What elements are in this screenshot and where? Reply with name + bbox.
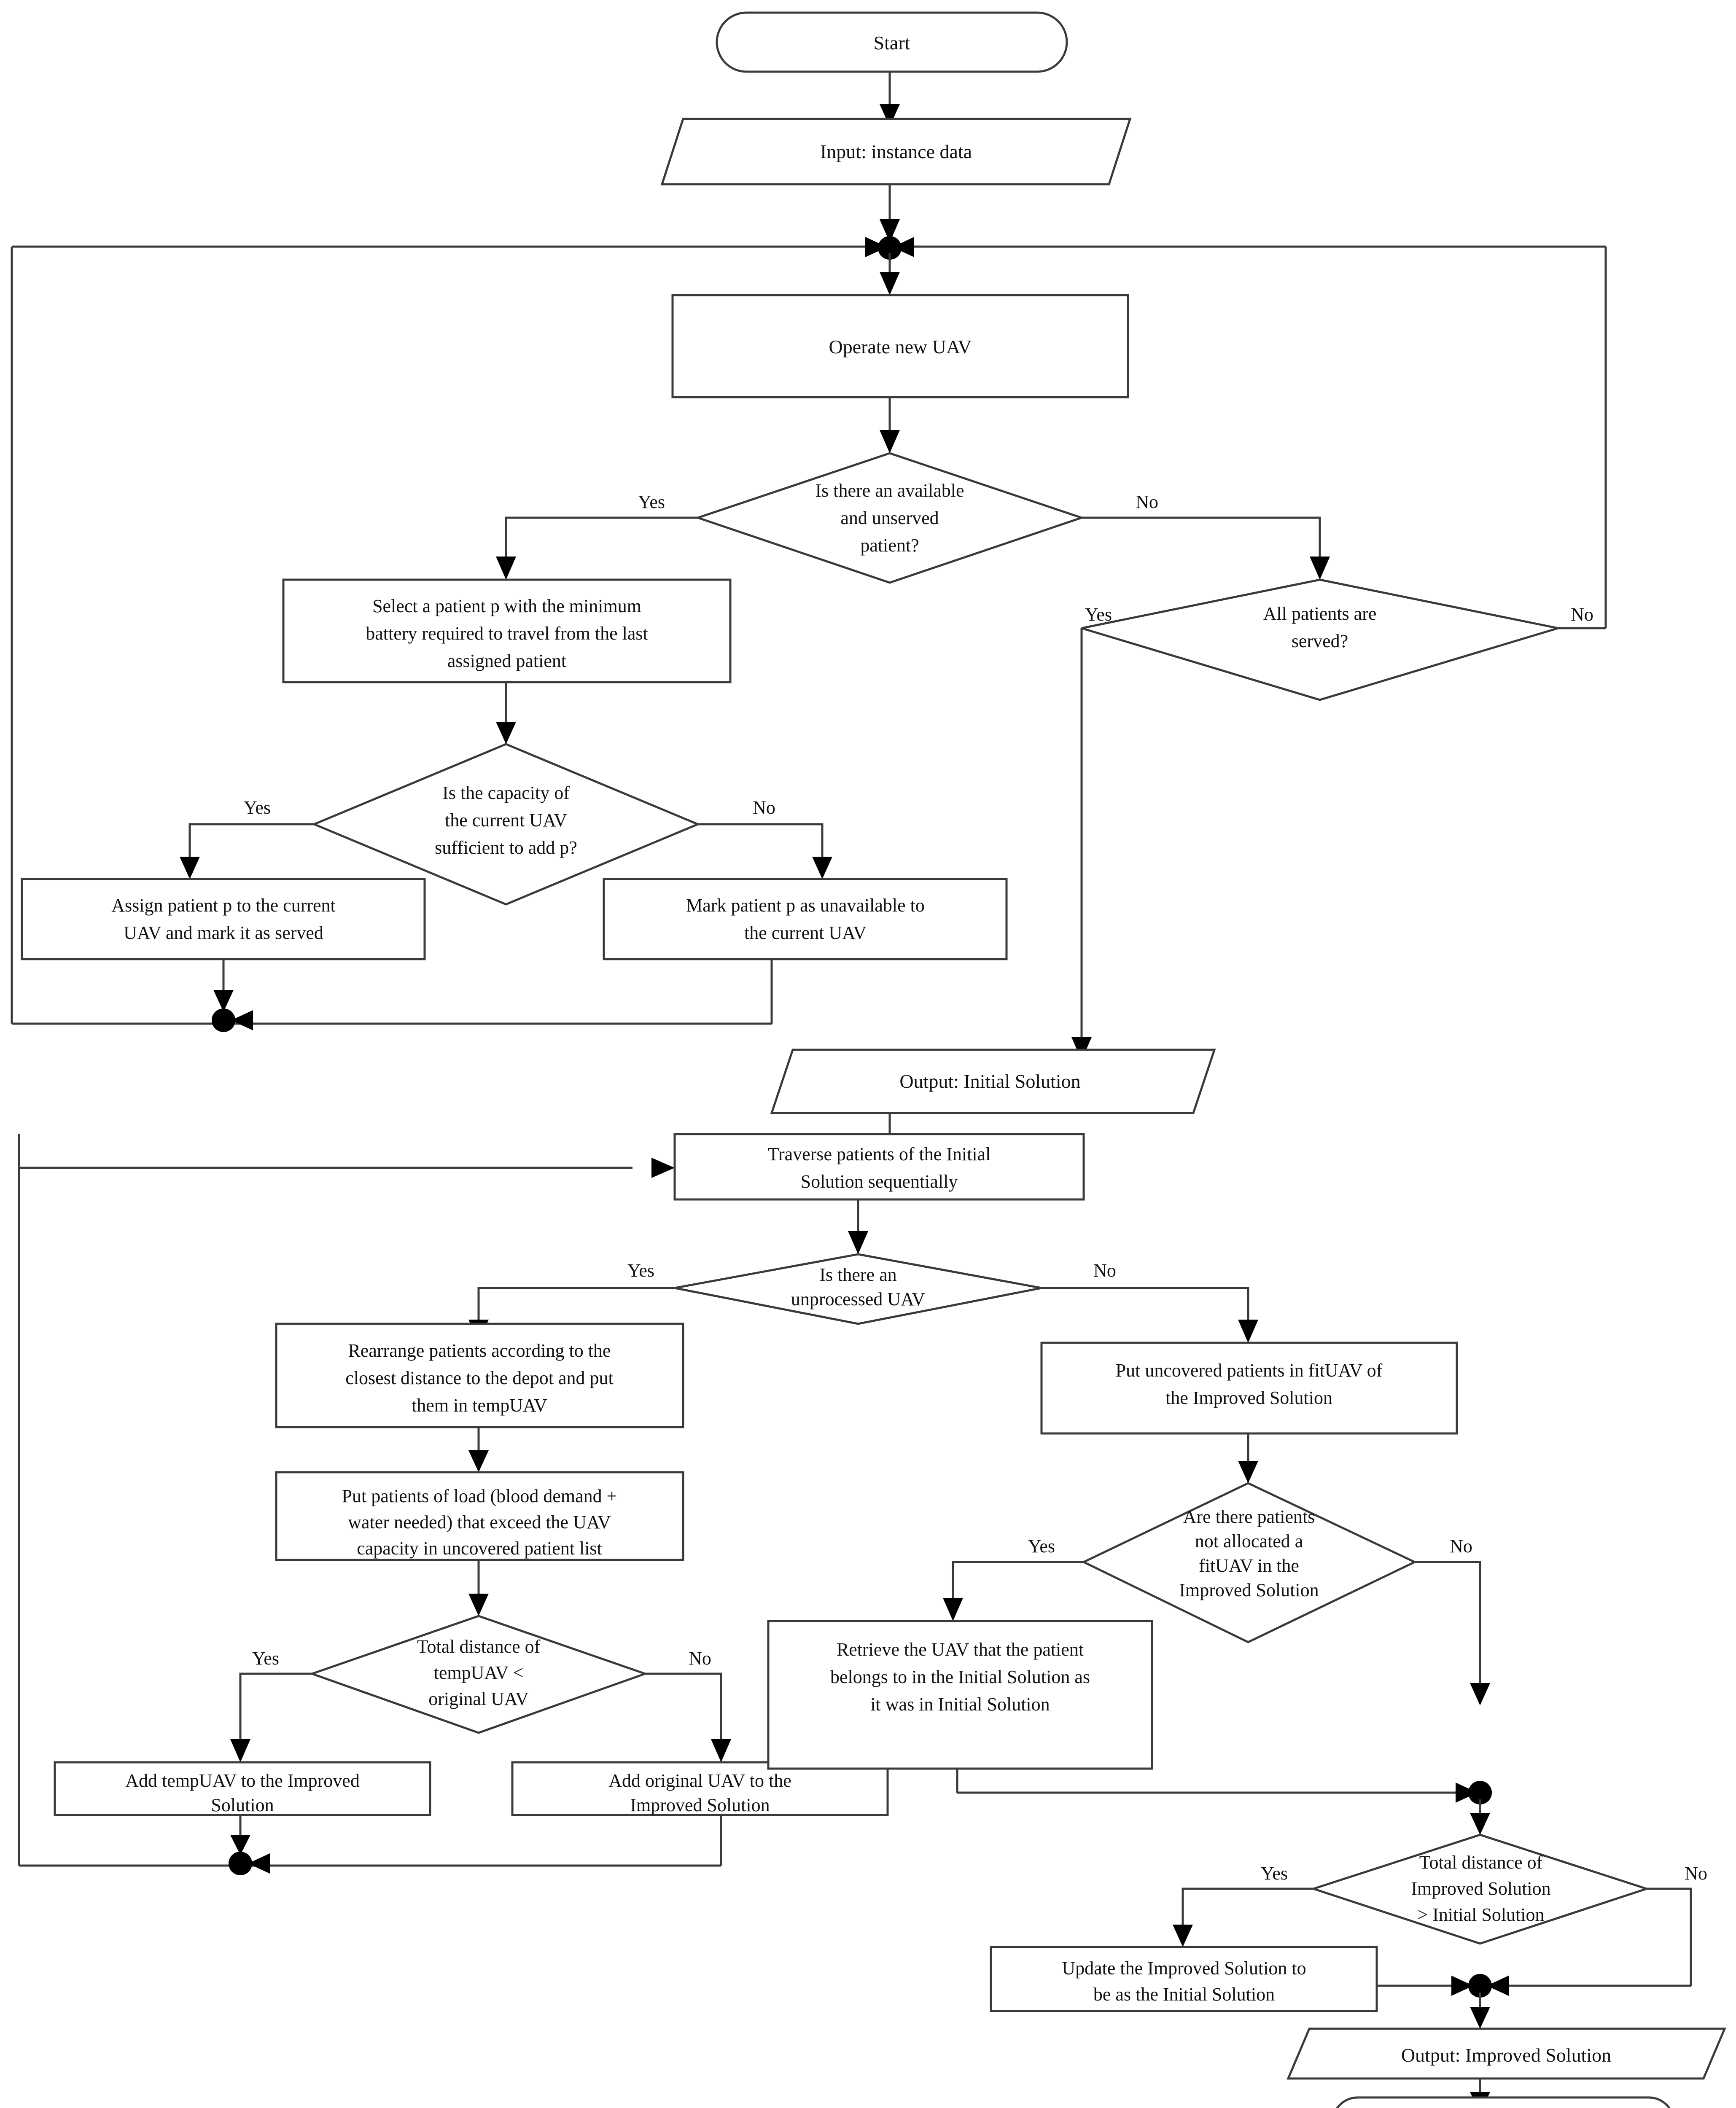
node-tempdec-line2: tempUAV < bbox=[434, 1662, 524, 1683]
node-mark-line1: Mark patient p as unavailable to bbox=[686, 895, 925, 916]
edge-label-unproc-no: No bbox=[1093, 1260, 1116, 1281]
node-decision-temp-vs-original[interactable]: Total distance of tempUAV < original UAV bbox=[309, 1615, 649, 1734]
node-tempdec-line1: Total distance of bbox=[417, 1636, 541, 1657]
node-input-instance-data[interactable]: Input: instance data bbox=[660, 118, 1132, 186]
node-rearrange-patients[interactable]: Rearrange patients according to the clos… bbox=[275, 1323, 684, 1428]
node-avail-line3: patient? bbox=[860, 535, 919, 556]
node-decision-capacity-sufficient[interactable]: Is the capacity of the current UAV suffi… bbox=[311, 743, 701, 906]
node-impdec-line1: Total distance of bbox=[1419, 1852, 1543, 1873]
node-retrieve-line1: Retrieve the UAV that the patient bbox=[837, 1639, 1084, 1660]
edge-label-notalloc-yes: Yes bbox=[1028, 1536, 1055, 1557]
edge-label-capacity-no: No bbox=[753, 797, 775, 818]
node-notalloc-line1: Are there patients bbox=[1183, 1506, 1315, 1527]
node-start-label: Start bbox=[874, 32, 910, 54]
node-output-improved-label: Output: Improved Solution bbox=[1401, 2044, 1611, 2066]
node-impdec-line3: > Initial Solution bbox=[1417, 1904, 1544, 1925]
node-putload-line2: water needed) that exceed the UAV bbox=[348, 1512, 611, 1533]
node-assign-line2: UAV and mark it as served bbox=[124, 922, 323, 943]
node-assign-line1: Assign patient p to the current bbox=[111, 895, 336, 916]
node-addorig-line1: Add original UAV to the bbox=[608, 1770, 791, 1791]
node-tempdec-line3: original UAV bbox=[428, 1689, 529, 1709]
node-addtemp-line2: Solution bbox=[211, 1795, 274, 1815]
node-avail-line1: Is there an available bbox=[815, 480, 964, 501]
edge-label-notalloc-no: No bbox=[1450, 1536, 1472, 1557]
node-capacity-line3: sufficient to add p? bbox=[435, 837, 577, 858]
edge-label-avail-yes: Yes bbox=[638, 492, 665, 512]
node-traverse-patients[interactable]: Traverse patients of the Initial Solutio… bbox=[673, 1133, 1085, 1201]
node-select-line1: Select a patient p with the minimum bbox=[372, 596, 641, 616]
node-putload-line3: capacity in uncovered patient list bbox=[357, 1538, 602, 1559]
node-start[interactable]: Start bbox=[716, 11, 1068, 73]
edge-label-allserved-yes: Yes bbox=[1085, 604, 1112, 625]
edge-label-impdec-yes: Yes bbox=[1261, 1863, 1288, 1884]
node-operate-label: Operate new UAV bbox=[829, 336, 972, 358]
node-notalloc-line2: not allocated a bbox=[1195, 1531, 1303, 1551]
node-decision-improved-vs-initial[interactable]: Total distance of Improved Solution > In… bbox=[1310, 1834, 1650, 1945]
node-rearrange-line2: closest distance to the depot and put bbox=[345, 1368, 613, 1388]
node-decision-unprocessed-uav[interactable]: Is there an unprocessed UAV bbox=[674, 1253, 1042, 1325]
node-unproc-line1: Is there an bbox=[819, 1264, 896, 1285]
node-retrieve-line3: it was in Initial Solution bbox=[870, 1694, 1050, 1715]
edge-label-unproc-yes: Yes bbox=[627, 1260, 654, 1281]
node-putuncov-line1: Put uncovered patients in fitUAV of bbox=[1116, 1360, 1383, 1381]
node-mark-unavailable[interactable]: Mark patient p as unavailable to the cur… bbox=[603, 878, 1008, 960]
node-add-tempuav[interactable]: Add tempUAV to the Improved Solution bbox=[54, 1761, 431, 1816]
node-input-label: Input: instance data bbox=[820, 141, 972, 162]
connectors bbox=[11, 70, 1692, 2108]
node-decision-available-unserved[interactable]: Is there an available and unserved patie… bbox=[694, 452, 1085, 584]
node-unproc-line2: unprocessed UAV bbox=[791, 1289, 925, 1309]
node-select-line3: assigned patient bbox=[447, 651, 566, 671]
edge-label-tempdec-no: No bbox=[689, 1648, 711, 1669]
node-output-improved-solution[interactable]: Output: Improved Solution bbox=[1287, 2027, 1726, 2080]
node-decision-all-served[interactable]: All patients are served? bbox=[1081, 578, 1558, 701]
node-avail-line2: and unserved bbox=[840, 508, 939, 528]
node-update-line1: Update the Improved Solution to bbox=[1062, 1958, 1306, 1979]
node-capacity-line1: Is the capacity of bbox=[442, 782, 570, 803]
node-traverse-line1: Traverse patients of the Initial bbox=[768, 1144, 991, 1164]
node-traverse-line2: Solution sequentially bbox=[801, 1171, 958, 1192]
node-addorig-line2: Improved Solution bbox=[630, 1795, 770, 1815]
edge-label-avail-no: No bbox=[1136, 492, 1158, 512]
node-impdec-line2: Improved Solution bbox=[1411, 1878, 1550, 1899]
node-capacity-line2: the current UAV bbox=[445, 810, 567, 831]
node-rearrange-line3: them in tempUAV bbox=[412, 1395, 547, 1416]
node-output-initial-label: Output: Initial Solution bbox=[899, 1070, 1080, 1092]
node-end[interactable]: End bbox=[1332, 2096, 1674, 2108]
node-allserved-line2: served? bbox=[1292, 631, 1348, 651]
node-update-improved-solution[interactable]: Update the Improved Solution to be as th… bbox=[990, 1946, 1378, 2012]
node-operate-new-uav[interactable]: Operate new UAV bbox=[671, 294, 1129, 398]
node-allserved-line1: All patients are bbox=[1263, 603, 1377, 624]
node-putload-line1: Put patients of load (blood demand + bbox=[342, 1486, 617, 1506]
node-rearrange-line1: Rearrange patients according to the bbox=[348, 1340, 611, 1361]
node-output-initial-solution[interactable]: Output: Initial Solution bbox=[770, 1049, 1216, 1114]
node-put-load[interactable]: Put patients of load (blood demand + wat… bbox=[275, 1471, 684, 1561]
node-select-line2: battery required to travel from the last bbox=[366, 623, 648, 644]
edge-label-tempdec-yes: Yes bbox=[252, 1648, 279, 1669]
node-mark-line2: the current UAV bbox=[744, 922, 867, 943]
node-select-patient[interactable]: Select a patient p with the minimum batt… bbox=[282, 578, 732, 683]
node-putuncov-line2: the Improved Solution bbox=[1165, 1387, 1332, 1408]
node-put-uncovered-fituav[interactable]: Put uncovered patients in fitUAV of the … bbox=[1040, 1342, 1458, 1435]
node-notalloc-line4: Improved Solution bbox=[1179, 1580, 1319, 1600]
node-assign-patient[interactable]: Assign patient p to the current UAV and … bbox=[21, 878, 426, 960]
node-addtemp-line1: Add tempUAV to the Improved bbox=[125, 1770, 360, 1791]
node-add-original-uav[interactable]: Add original UAV to the Improved Solutio… bbox=[511, 1761, 889, 1816]
node-retrieve-uav[interactable]: Retrieve the UAV that the patient belong… bbox=[767, 1620, 1153, 1770]
node-update-line2: be as the Initial Solution bbox=[1093, 1984, 1275, 2005]
node-decision-not-allocated-fituav[interactable]: Are there patients not allocated a fitUA… bbox=[1081, 1482, 1417, 1643]
edge-label-impdec-no: No bbox=[1685, 1863, 1707, 1884]
edge-label-capacity-yes: Yes bbox=[244, 797, 271, 818]
node-notalloc-line3: fitUAV in the bbox=[1199, 1555, 1299, 1576]
edge-label-allserved-no: No bbox=[1571, 604, 1593, 625]
node-retrieve-line2: belongs to in the Initial Solution as bbox=[830, 1667, 1090, 1687]
